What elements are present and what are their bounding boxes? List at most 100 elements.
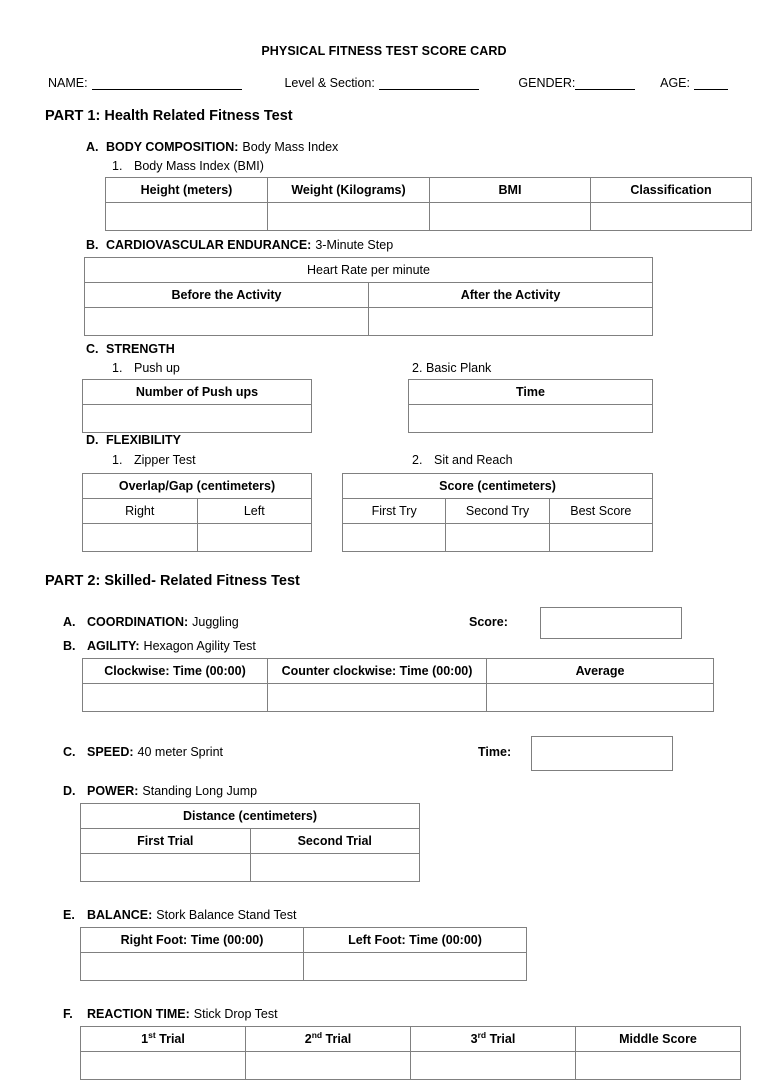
section-caption-balance: BALANCE:: [87, 908, 153, 922]
strength-sub-labels: 1. Push up 2. Basic Plank: [0, 361, 768, 379]
table-row-span-header: Overlap/Gap (centimeters): [82, 473, 312, 499]
section-speed: C. SPEED: 40 meter Sprint: [63, 745, 223, 759]
col-header-number-of-push-ups: Number of Push ups: [82, 379, 312, 405]
cell-average[interactable]: [486, 683, 714, 712]
cell-right-foot[interactable]: [80, 952, 304, 981]
section-letter-e2: E.: [63, 908, 75, 922]
time-label: Time:: [478, 745, 512, 759]
table-row: [82, 523, 312, 552]
section-cardiovascular-endurance: B. CARDIOVASCULAR ENDURANCE: 3-Minute St…: [0, 238, 768, 252]
part1-heading: PART 1: Health Related Fitness Test: [45, 108, 293, 124]
table-stick-drop: 1st Trial 2nd Trial 3rd Trial Middle Sco…: [80, 1026, 741, 1080]
cell-before-activity[interactable]: [84, 307, 369, 336]
flexibility-sub-labels: 1. Zipper Test 2. Sit and Reach: [0, 453, 768, 473]
subsection-sit-and-reach: 2. Sit and Reach: [412, 453, 513, 467]
name-input[interactable]: [91, 77, 242, 90]
section-letter-d2: D.: [63, 784, 76, 798]
cell-first-trial-reaction[interactable]: [80, 1051, 246, 1080]
section-detail-speed: 40 meter Sprint: [137, 745, 224, 759]
cell-middle-score[interactable]: [575, 1051, 741, 1080]
section-agility: B. AGILITY: Hexagon Agility Test: [0, 639, 768, 653]
table-row: [80, 853, 420, 882]
trial1-rest: Trial: [155, 1032, 185, 1046]
identity-row: NAME: Level & Section: GENDER: AGE:: [0, 58, 768, 90]
table-row-header: First Trial Second Trial: [80, 828, 420, 854]
col-header-after-activity: After the Activity: [368, 282, 653, 308]
cell-bmi[interactable]: [429, 202, 591, 231]
cell-left[interactable]: [196, 523, 312, 552]
score-card-page: PHYSICAL FITNESS TEST SCORE CARD NAME: L…: [0, 44, 768, 1080]
cell-plank-time[interactable]: [408, 404, 653, 433]
cell-height[interactable]: [105, 202, 268, 231]
trial1-base: 1: [141, 1032, 149, 1046]
trial2-base: 2: [304, 1032, 312, 1046]
cell-second-trial-reaction[interactable]: [245, 1051, 411, 1080]
cell-first-trial[interactable]: [80, 853, 251, 882]
page-title: PHYSICAL FITNESS TEST SCORE CARD: [261, 44, 507, 58]
table-push-ups: Number of Push ups: [82, 379, 312, 433]
score-input[interactable]: [540, 607, 682, 639]
table-row-header: Right Foot: Time (00:00) Left Foot: Time…: [80, 927, 527, 953]
subsection-label-zipper-test: Zipper Test: [134, 453, 196, 467]
level-section-input[interactable]: [378, 77, 479, 90]
trial2-ordinal: nd: [311, 1029, 323, 1040]
cell-first-try[interactable]: [341, 523, 447, 552]
cell-number-of-push-ups[interactable]: [82, 404, 312, 433]
table-row: [408, 404, 653, 433]
section-detail-reaction-time: Stick Drop Test: [193, 1007, 278, 1021]
age-label: AGE:: [660, 76, 690, 90]
col-header-height: Height (meters): [105, 177, 268, 203]
cell-classification[interactable]: [590, 202, 752, 231]
gender-field[interactable]: GENDER:: [518, 76, 636, 90]
col-header-right: Right: [82, 498, 198, 524]
cell-second-try[interactable]: [445, 523, 550, 552]
col-header-score-centimeters: Score (centimeters): [342, 473, 653, 499]
table-zipper-test: Overlap/Gap (centimeters) Right Left: [82, 473, 312, 552]
col-header-first-trial-reaction: 1st Trial: [80, 1026, 246, 1052]
time-input[interactable]: [531, 736, 673, 771]
section-speed-row: C. SPEED: 40 meter Sprint Time:: [0, 736, 768, 772]
section-balance: E. BALANCE: Stork Balance Stand Test: [0, 908, 768, 922]
table-row-header: Clockwise: Time (00:00) Counter clockwis…: [82, 658, 714, 684]
col-header-average: Average: [486, 658, 714, 684]
gender-input[interactable]: [575, 77, 636, 90]
table-bmi: Height (meters) Weight (Kilograms) BMI C…: [105, 177, 752, 231]
subsection-push-up: 1. Push up: [112, 361, 180, 375]
cell-right[interactable]: [82, 523, 198, 552]
subsection-number-bmi: 1.: [112, 159, 123, 173]
age-field[interactable]: AGE:: [660, 76, 728, 90]
table-sit-and-reach: Score (centimeters) First Try Second Try…: [341, 473, 654, 552]
flexibility-tables: Overlap/Gap (centimeters) Right Left Sco…: [0, 473, 768, 552]
subsection-zipper-test: 1. Zipper Test: [112, 453, 196, 467]
section-letter-a: A.: [86, 140, 99, 154]
level-section-field[interactable]: Level & Section:: [284, 76, 479, 90]
subsection-bmi: 1. Body Mass Index (BMI): [0, 159, 768, 173]
subsection-label-sit-and-reach: Sit and Reach: [434, 453, 513, 467]
section-caption-body-composition: BODY COMPOSITION:: [106, 140, 239, 154]
col-header-before-activity: Before the Activity: [84, 282, 369, 308]
name-field[interactable]: NAME:: [48, 76, 242, 90]
cell-third-trial-reaction[interactable]: [410, 1051, 576, 1080]
cell-weight[interactable]: [267, 202, 430, 231]
cell-clockwise[interactable]: [82, 683, 268, 712]
cell-second-trial[interactable]: [249, 853, 420, 882]
cell-best-score[interactable]: [548, 523, 654, 552]
gender-label: GENDER:: [518, 76, 576, 90]
table-row-span-header: Heart Rate per minute: [84, 257, 653, 283]
section-letter-c: C.: [86, 342, 99, 356]
section-letter-b2: B.: [63, 639, 76, 653]
table-row-header: Height (meters) Weight (Kilograms) BMI C…: [105, 177, 752, 203]
trial1-ordinal: st: [148, 1029, 156, 1040]
section-detail-power: Standing Long Jump: [142, 784, 258, 798]
col-header-left-foot: Left Foot: Time (00:00): [303, 927, 527, 953]
trial3-rest: Trial: [486, 1032, 516, 1046]
cell-after-activity[interactable]: [368, 307, 653, 336]
age-input[interactable]: [694, 77, 728, 90]
cell-counter-clockwise[interactable]: [267, 683, 487, 712]
subsection-basic-plank: 2. Basic Plank: [412, 361, 491, 375]
table-row: [105, 202, 752, 231]
col-header-best-score: Best Score: [548, 498, 654, 524]
subsection-label-basic-plank: Basic Plank: [426, 361, 492, 375]
subsection-number-push-up: 1.: [112, 361, 123, 375]
cell-left-foot[interactable]: [303, 952, 527, 981]
